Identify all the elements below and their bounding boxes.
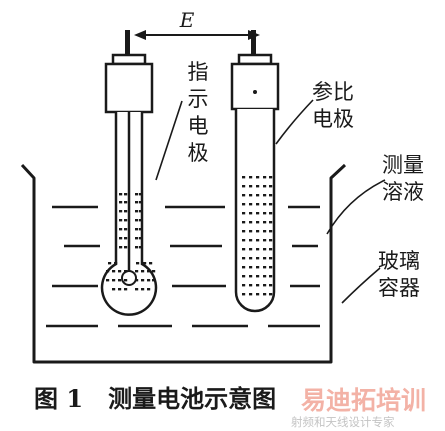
indicator-electrode [100, 30, 158, 316]
svg-text:电极: 电极 [312, 107, 354, 131]
figure-caption: 图 1 测量电池示意图 [34, 384, 276, 413]
glass-vessel [20, 163, 347, 364]
svg-text:玻璃: 玻璃 [378, 249, 420, 273]
reference-electrode [230, 30, 280, 313]
test-solution-label: 测量 溶液 [382, 153, 424, 204]
potential-label: E [179, 8, 195, 32]
svg-text:示: 示 [188, 87, 209, 111]
leader-lines [155, 99, 386, 304]
svg-text:测量: 测量 [382, 153, 424, 177]
reference-fill [242, 176, 273, 296]
reference-electrode-label: 参比 电极 [312, 80, 354, 131]
solution-dashes [46, 205, 320, 328]
watermark-tagline: 射频和天线设计专家 [291, 415, 395, 429]
svg-text:容器: 容器 [378, 276, 420, 300]
potential-arrow-left-head [134, 30, 146, 40]
indicator-fill [106, 193, 156, 291]
watermark-brand: 易迪拓培训 [301, 386, 426, 415]
indicator-electrode-label: 指 示 电 极 [188, 60, 209, 165]
svg-text:溶液: 溶液 [382, 180, 424, 204]
glass-vessel-label: 玻璃 容器 [378, 249, 420, 300]
svg-text:参比: 参比 [312, 80, 354, 104]
svg-text:指: 指 [188, 60, 209, 84]
svg-text:极: 极 [188, 141, 209, 165]
svg-text:电: 电 [188, 114, 209, 138]
